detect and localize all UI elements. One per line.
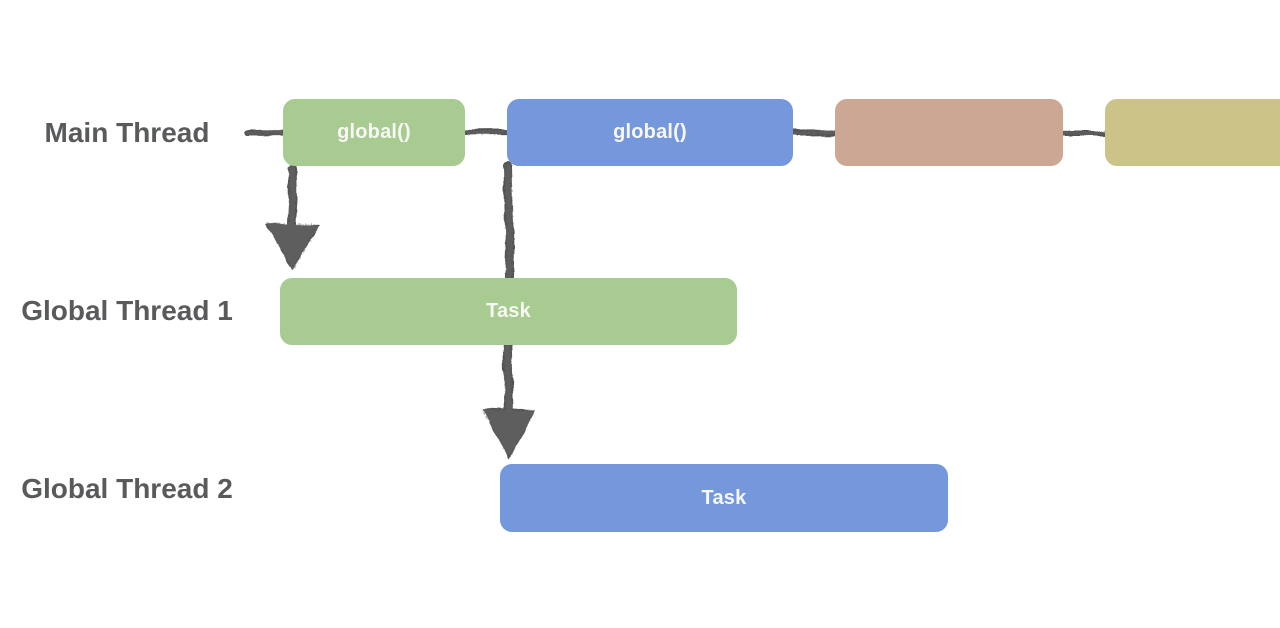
global-thread-1-task-box: Task	[280, 278, 737, 345]
global-thread-2-task-label: Task	[701, 486, 747, 509]
arrow-1-head-grain	[266, 223, 319, 270]
main-thread-box-global-1: global()	[283, 99, 465, 166]
arrow-2-head-grain	[482, 409, 535, 458]
main-thread-box-unlabeled-1	[835, 99, 1063, 166]
main-thread-box-global-1-label: global()	[337, 121, 411, 143]
global-thread-2-task-box: Task	[500, 464, 948, 532]
global-thread-1-task-label: Task	[486, 300, 531, 322]
lane-label-global-thread-1: Global Thread 1	[21, 295, 233, 326]
arrow-1-stem-grain	[288, 165, 297, 233]
main-thread-box-global-2-label: global()	[613, 121, 687, 143]
lane-label-main-thread: Main Thread	[44, 117, 210, 148]
main-thread-box-unlabeled-2	[1105, 99, 1280, 166]
lane-label-global-thread-2: Global Thread 2	[21, 473, 233, 504]
main-thread-box-global-2: global()	[507, 99, 793, 166]
